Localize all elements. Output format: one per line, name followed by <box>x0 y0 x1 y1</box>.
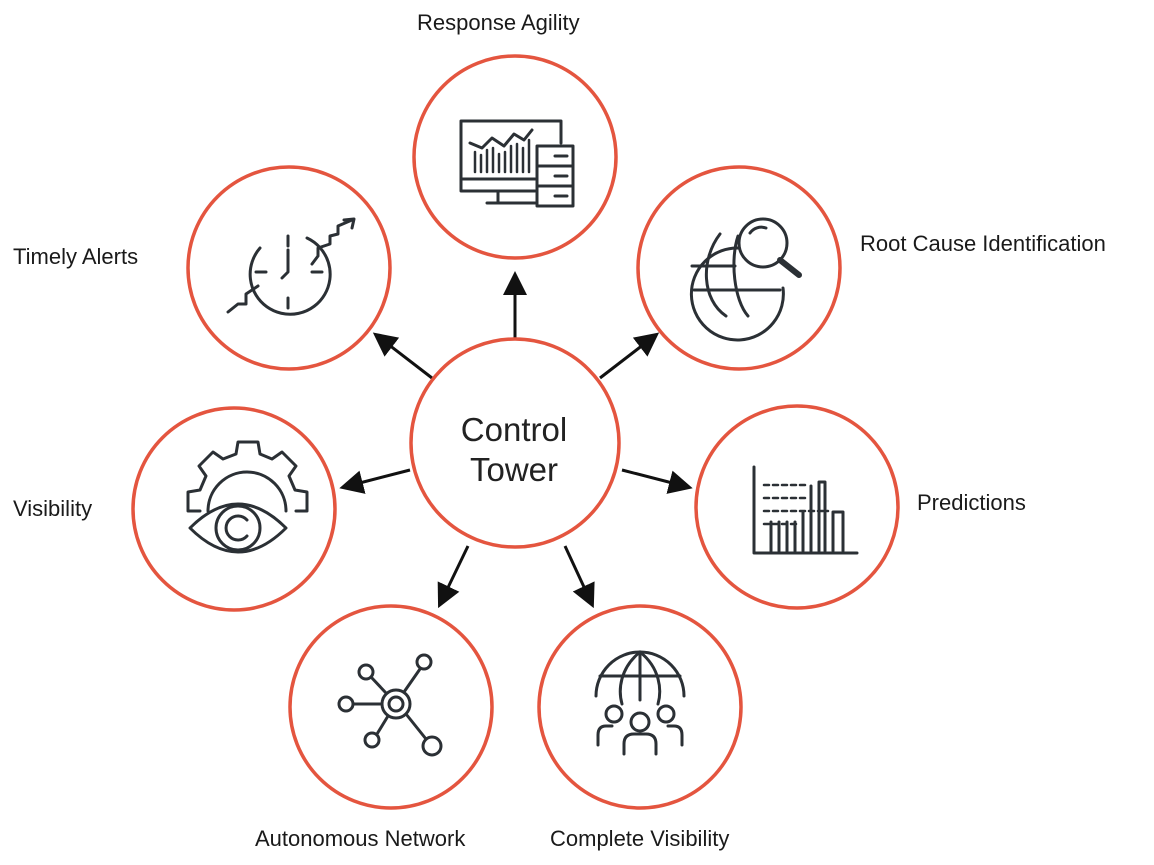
arrow-to-timely-alerts <box>372 332 433 380</box>
node-label-timely-alerts: Timely Alerts <box>13 244 139 269</box>
monitor-dashboard-icon <box>459 119 575 208</box>
globe-people-icon <box>594 650 686 756</box>
gear-eye-icon <box>186 440 309 554</box>
node-circle-predictions <box>694 404 900 610</box>
node-label-autonomous-network: Autonomous Network <box>255 826 466 851</box>
center-title-line2: Tower <box>469 451 559 488</box>
arrow-to-root-cause-identification <box>599 332 660 380</box>
arrow-to-visibility <box>339 468 411 494</box>
node-label-visibility: Visibility <box>13 496 93 521</box>
network-nodes-icon <box>337 653 443 757</box>
arrow-to-complete-visibility <box>563 545 595 609</box>
node-label-root-cause-identification: Root Cause Identification <box>860 231 1106 256</box>
clock-trend-icon <box>226 217 356 316</box>
node-circle-response-agility <box>412 54 618 260</box>
arrow-to-predictions <box>621 468 693 494</box>
arrows <box>339 271 693 609</box>
node-label-complete-visibility: Complete Visibility <box>550 826 730 851</box>
node-circle-root-cause-identification <box>636 165 842 371</box>
center-title-line1: Control <box>460 411 568 448</box>
center-title: Control Tower <box>412 410 616 490</box>
node-circle-visibility <box>131 406 337 612</box>
center-circle <box>409 337 621 549</box>
globe-search-icon <box>689 217 802 342</box>
node-circle-complete-visibility <box>537 604 743 810</box>
arrow-to-autonomous-network <box>437 545 470 609</box>
node-label-response-agility: Response Agility <box>417 10 580 35</box>
node-label-predictions: Predictions <box>917 490 1026 515</box>
bar-chart-icon <box>752 465 859 555</box>
